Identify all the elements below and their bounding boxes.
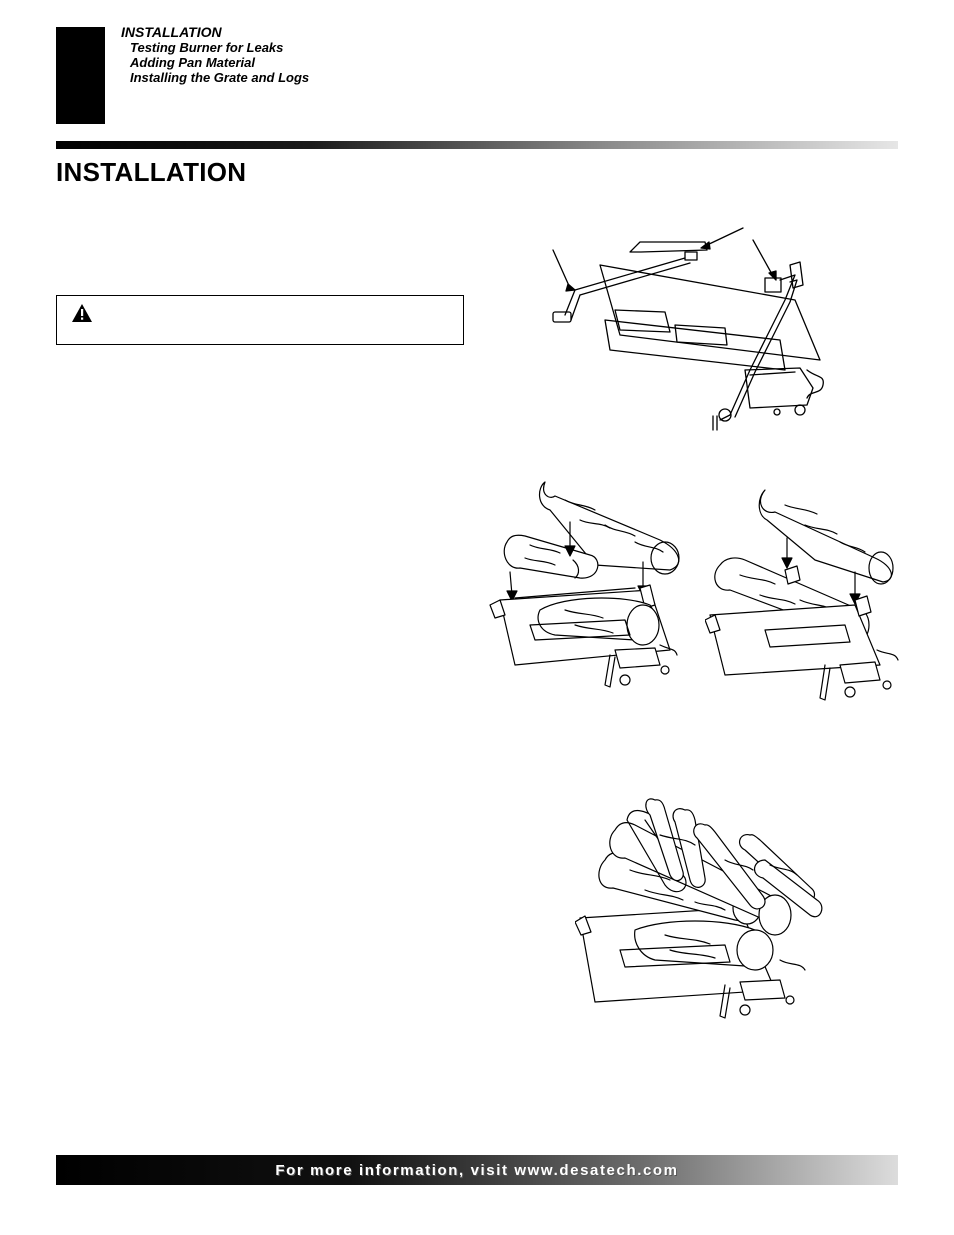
footer-text: For more information, visit www.desatech… bbox=[275, 1161, 679, 1179]
toc-item-testing-burner: Testing Burner for Leaks bbox=[130, 40, 284, 55]
page-title: INSTALLATION bbox=[56, 157, 247, 187]
grate-assembly-figure bbox=[552, 227, 824, 431]
log-placement-figure-right bbox=[705, 489, 899, 701]
section-toc: INSTALLATION Testing Burner for Leaks Ad… bbox=[121, 24, 309, 85]
log-placement-figure-left bbox=[489, 481, 680, 688]
footer-bar: For more information, visit www.desatech… bbox=[56, 1155, 898, 1185]
header-rule bbox=[56, 141, 898, 149]
toc-heading: INSTALLATION bbox=[121, 24, 222, 40]
toc-item-pan-material: Adding Pan Material bbox=[130, 55, 255, 70]
warning-box bbox=[56, 295, 464, 345]
toc-item-grate-logs: Installing the Grate and Logs bbox=[130, 70, 310, 85]
completed-log-set-figure bbox=[575, 798, 823, 1019]
page-tab bbox=[56, 27, 105, 124]
warning-triangle-icon bbox=[72, 304, 92, 322]
